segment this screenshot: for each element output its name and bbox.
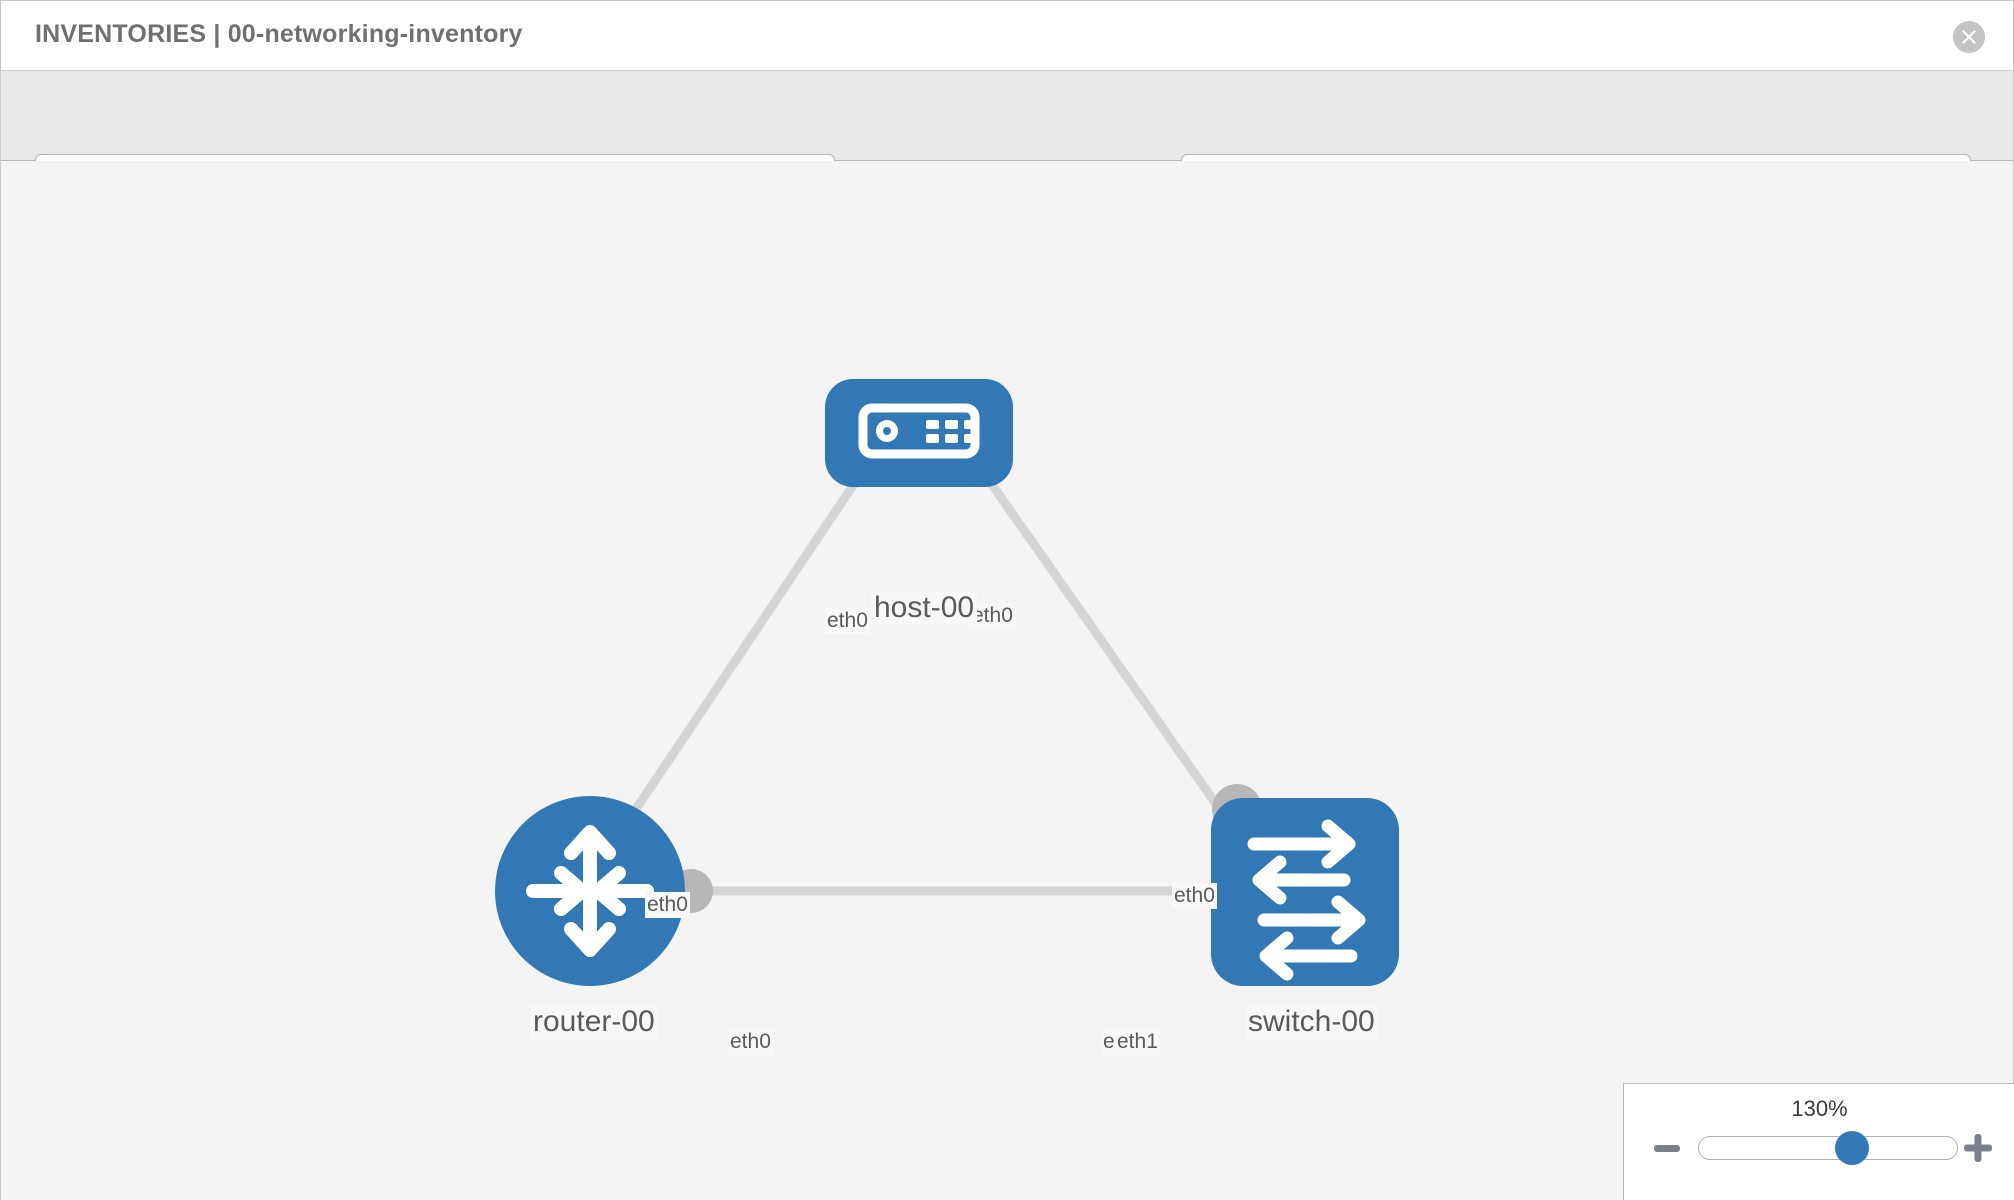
- edge-host00-switch00[interactable]: [949, 426, 1253, 854]
- plus-icon[interactable]: [1961, 1131, 1995, 1165]
- zoom-control-panel: 130%: [1623, 1083, 2014, 1200]
- node-router-00[interactable]: [495, 796, 685, 986]
- edge-label-switch-eth1: eth1: [1115, 1029, 1160, 1055]
- node-switch-00[interactable]: [1211, 798, 1399, 986]
- edge-label-router-eth0: eth0: [728, 1029, 773, 1055]
- title-bar: INVENTORIES | 00-networking-inventory: [1, 1, 2013, 71]
- node-label-host-00: host-00: [871, 591, 978, 625]
- topology-canvas[interactable]: eth0 eth0 eth0 eth0 eth0 eth eth1 host-0…: [1, 161, 2013, 1200]
- edge-label-router-upper: eth0: [645, 892, 690, 918]
- node-label-router-00: router-00: [530, 1005, 658, 1039]
- minus-icon[interactable]: [1650, 1131, 1684, 1165]
- zoom-slider-thumb[interactable]: [1835, 1131, 1869, 1165]
- zoom-slider[interactable]: [1698, 1131, 1958, 1165]
- topology-edges: [597, 426, 1253, 896]
- edge-label-switch-upper: eth0: [1172, 883, 1217, 909]
- toolbar: ACTIONS SEARCH: [1, 71, 2013, 204]
- edge-label-host00-right: eth0: [970, 603, 1015, 629]
- page-title: INVENTORIES | 00-networking-inventory: [35, 20, 523, 48]
- node-label-switch-00: switch-00: [1245, 1005, 1378, 1039]
- edge-host00-router00[interactable]: [597, 426, 895, 864]
- node-host-00[interactable]: [825, 379, 1013, 487]
- edge-label-host00-left: eth0: [825, 608, 870, 634]
- zoom-level-label: 130%: [1791, 1096, 1848, 1121]
- topology-graph: [495, 379, 1399, 986]
- close-icon[interactable]: [1953, 21, 1985, 53]
